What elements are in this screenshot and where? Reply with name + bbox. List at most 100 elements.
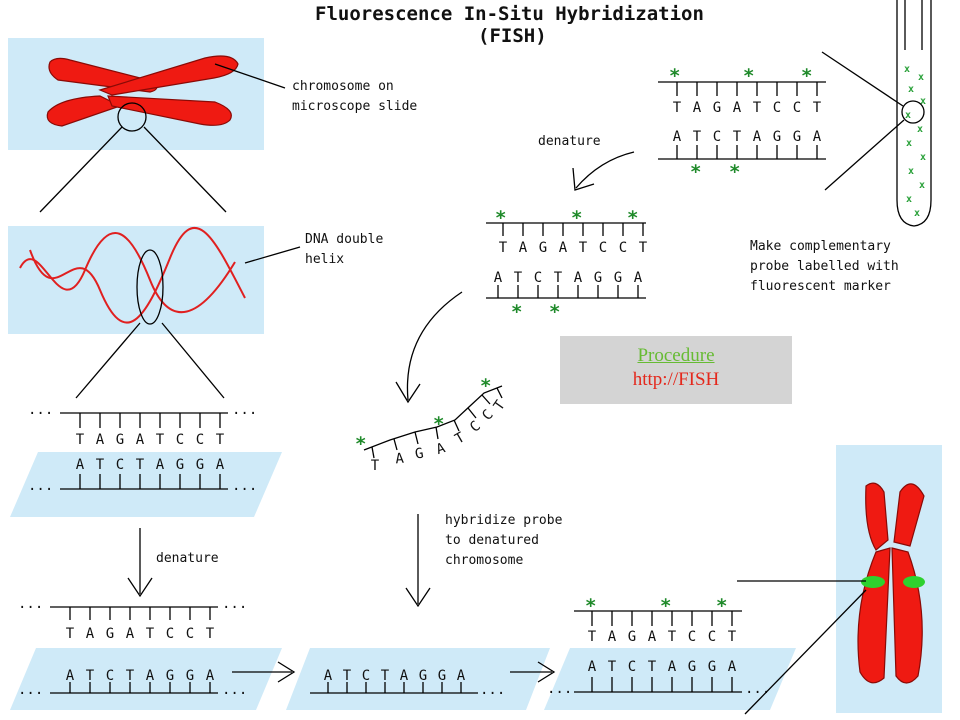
base-letter: G [176,457,184,473]
base-letter: T [733,129,742,145]
fluor-marker: * [627,207,638,229]
fluor-marker: * [801,65,812,87]
base-letter: A [494,270,503,286]
svg-text:x: x [908,166,914,177]
svg-text:x: x [908,84,914,95]
base-letter: T [753,100,762,116]
base-letter: A [813,129,822,145]
base-letter: G [116,432,124,448]
base-letter: A [206,668,215,684]
base-letter: T [452,429,468,447]
base-letter: C [688,629,696,645]
base-letter: C [619,240,627,256]
base-letter: A [574,270,583,286]
base-letter: G [688,659,696,675]
base-letter: G [594,270,602,286]
base-letter: T [579,240,588,256]
base-letter: G [539,240,547,256]
base-letter: C [106,668,114,684]
fluor-marker: * [690,161,701,183]
svg-text:x: x [917,124,923,135]
svg-text:x: x [906,138,912,149]
caption-probe-3: fluorescent marker [750,279,891,294]
svg-text:x: x [920,96,926,107]
base-letter: A [395,451,405,468]
fluor-marker: * [549,301,560,323]
base-letter: T [554,270,563,286]
base-letter: G [438,668,446,684]
ellipsis: ... [232,478,257,494]
caption-chromosome-1: chromosome on [292,79,394,94]
caption-dna-1: DNA double [305,232,383,247]
base-letter: T [96,457,105,473]
base-letter: T [813,100,822,116]
procedure-link[interactable]: Procedure [637,345,715,366]
base-letter: G [773,129,781,145]
slide-panel-chromosome [8,38,264,150]
base-letter: A [648,629,657,645]
base-letter: A [136,432,145,448]
ellipsis: ... [28,478,53,494]
zoom-circle-chromosome [117,102,147,132]
tube-markers: xx xx xx xx xx xx [904,64,926,219]
base-letter: C [599,240,607,256]
base-letter: T [639,240,648,256]
base-letter: T [514,270,523,286]
base-letter: T [381,668,390,684]
base-letter: T [491,397,509,414]
ellipsis: ... [480,682,505,698]
base-letter: G [614,270,622,286]
caption-probe-1: Make complementary [750,239,891,254]
fluor-marker: * [355,433,366,455]
ellipsis: ... [547,681,572,697]
fluor-marker: * [729,161,740,183]
hybrid-ticks [591,611,733,692]
base-letter: C [186,626,194,642]
base-letter: T [216,432,225,448]
base-letter: T [648,659,657,675]
caption-dna-2: helix [305,252,344,267]
url-text: http://FISH [632,369,720,390]
base-letter: T [76,432,85,448]
base-letter: G [106,626,114,642]
zoom-ellipse-helix [136,249,164,325]
svg-text:x: x [919,180,925,191]
denatured-bottom-ticks-2 [327,682,462,693]
link-box: Procedure http://FISH [560,336,792,404]
base-letter: T [343,668,352,684]
denatured-bottom-ticks-1 [69,682,211,693]
fluor-marker: * [495,207,506,229]
probe-ds-ticks [676,82,818,159]
dna-helix [19,226,246,324]
slide-dsdna [10,452,282,517]
denatured-top-ticks [69,607,211,620]
fluorescent-spot-right [903,576,925,588]
test-tube [896,0,932,227]
base-letter: T [146,626,155,642]
base-letter: C [176,432,184,448]
ellipsis: ... [232,402,257,418]
ellipsis: ... [28,402,53,418]
base-letter: G [166,668,174,684]
base-letter: G [708,659,716,675]
base-letter: T [728,629,737,645]
base-letter: A [434,440,448,458]
base-letter: G [196,457,204,473]
chromosome-on-slide [46,55,239,127]
base-letter: A [76,457,85,473]
ellipsis: ... [222,596,247,612]
base-letter: A [126,626,135,642]
base-letter: G [419,668,427,684]
diagram-title: Fluorescence In-Situ Hybridization [315,3,704,25]
caption-probe-2: probe labelled with [750,259,899,274]
base-letter: G [186,668,194,684]
base-letter: A [608,629,617,645]
fluor-marker: * [585,595,596,617]
base-letter: C [708,629,716,645]
fluor-marker: * [743,65,754,87]
caption-hybridize-1: hybridize probe [445,513,563,528]
